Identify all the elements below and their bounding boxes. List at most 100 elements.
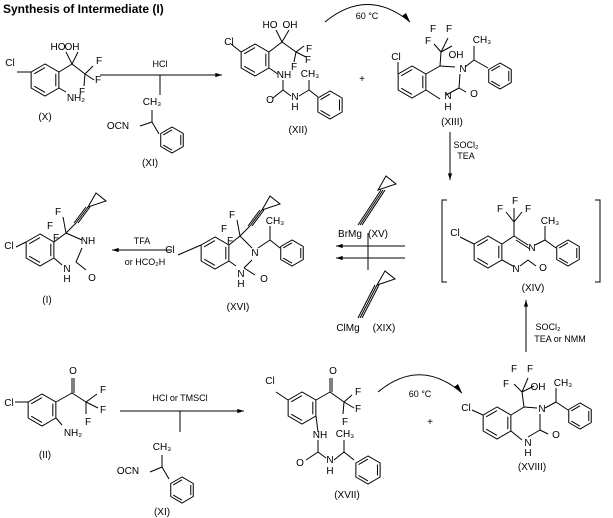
bond <box>440 37 449 53</box>
bond <box>458 87 467 93</box>
bond <box>85 393 98 403</box>
atom-label: N <box>63 264 70 275</box>
triple-bond <box>359 284 378 319</box>
bond <box>139 121 153 127</box>
double-bond <box>290 413 303 421</box>
arrow-head <box>215 72 222 78</box>
atom-label: N <box>528 243 535 254</box>
bond <box>281 29 290 43</box>
bond <box>534 239 546 246</box>
double-bond <box>282 242 293 249</box>
bond <box>521 385 535 393</box>
cyclopropyl <box>375 270 397 286</box>
atom-label: Cl <box>461 403 470 414</box>
bond <box>71 392 87 403</box>
bond <box>239 235 253 249</box>
atom-label: ClMg <box>336 323 359 334</box>
bond <box>75 261 87 271</box>
atom-label: N <box>237 269 244 280</box>
atom-label: OH <box>449 50 464 61</box>
bond <box>305 451 319 461</box>
bond <box>329 391 345 403</box>
bond <box>445 87 460 96</box>
triple-bond <box>357 284 376 319</box>
bond <box>510 430 523 441</box>
benzene-ring <box>280 239 304 267</box>
atom-label: N <box>444 91 451 102</box>
benzene-ring <box>488 62 512 90</box>
condition-label: TFA <box>134 236 151 246</box>
atom-label: N <box>251 248 258 259</box>
atom-label: CH₃ <box>143 97 162 108</box>
triple-bond <box>75 206 89 224</box>
bond <box>55 392 73 403</box>
atom-label: N <box>459 64 466 75</box>
atom-label: Cl <box>4 398 13 409</box>
atom-label: O <box>260 274 268 285</box>
compound-label-i: (I) <box>42 295 51 306</box>
benzene-ring <box>25 233 55 267</box>
bond <box>268 41 283 53</box>
double-bond <box>162 144 173 151</box>
bond <box>342 401 345 415</box>
bond <box>53 232 67 243</box>
atom-label: BrMg <box>338 229 362 240</box>
bond <box>298 89 310 97</box>
compound-label-x: (X) <box>38 112 51 123</box>
bracket-right <box>595 199 601 283</box>
double-bond <box>400 87 413 95</box>
bond <box>501 235 515 245</box>
atom-label: F <box>221 224 227 235</box>
heat-arrow <box>377 374 463 394</box>
atom-label: F <box>497 204 503 215</box>
bond <box>343 451 355 461</box>
atom-label: CH₃ <box>554 378 573 389</box>
bond <box>515 239 531 250</box>
double-bond <box>33 85 46 93</box>
benzene-ring <box>30 63 60 97</box>
double-bond <box>243 65 256 73</box>
bond <box>71 51 79 65</box>
bond <box>161 466 170 480</box>
atom-label: F <box>503 379 509 390</box>
double-bond <box>490 80 501 87</box>
atom-label: F <box>227 236 233 247</box>
triple-bond <box>361 189 386 226</box>
bond <box>295 51 307 58</box>
benzene-ring <box>160 126 184 154</box>
double-bond <box>203 240 216 248</box>
condition-label: TEA <box>457 151 475 161</box>
atom-label: N <box>538 404 545 415</box>
bond <box>519 259 529 267</box>
bond <box>521 391 525 408</box>
condition-label: or HCO₂H <box>125 257 166 267</box>
benzene-ring <box>355 455 381 485</box>
bond <box>281 41 297 53</box>
bond <box>53 257 63 266</box>
double-bond <box>162 129 173 136</box>
bond <box>295 45 305 53</box>
double-bond <box>282 257 293 264</box>
compound-label-xii: (XII) <box>289 125 308 136</box>
atom-label: CH₃ <box>153 442 172 453</box>
double-bond <box>203 258 216 266</box>
compound-label-xiv: (XIV) <box>522 283 545 294</box>
benzene-ring <box>556 239 580 267</box>
atom-label: NH <box>313 430 327 441</box>
atom-label: F <box>305 55 311 66</box>
bond <box>58 87 67 93</box>
bond <box>75 247 83 263</box>
double-bond <box>476 257 489 265</box>
atom-label: OH <box>531 382 546 393</box>
atom-label: F <box>100 385 106 396</box>
double-bond <box>400 69 413 77</box>
double-bond <box>28 237 41 245</box>
bond <box>83 73 86 87</box>
atom-label: OCN <box>107 121 129 132</box>
atom-label: N <box>326 455 333 466</box>
compound-label-xv: (XV) <box>368 229 388 240</box>
bond <box>236 219 241 237</box>
triple-bond <box>357 189 382 226</box>
